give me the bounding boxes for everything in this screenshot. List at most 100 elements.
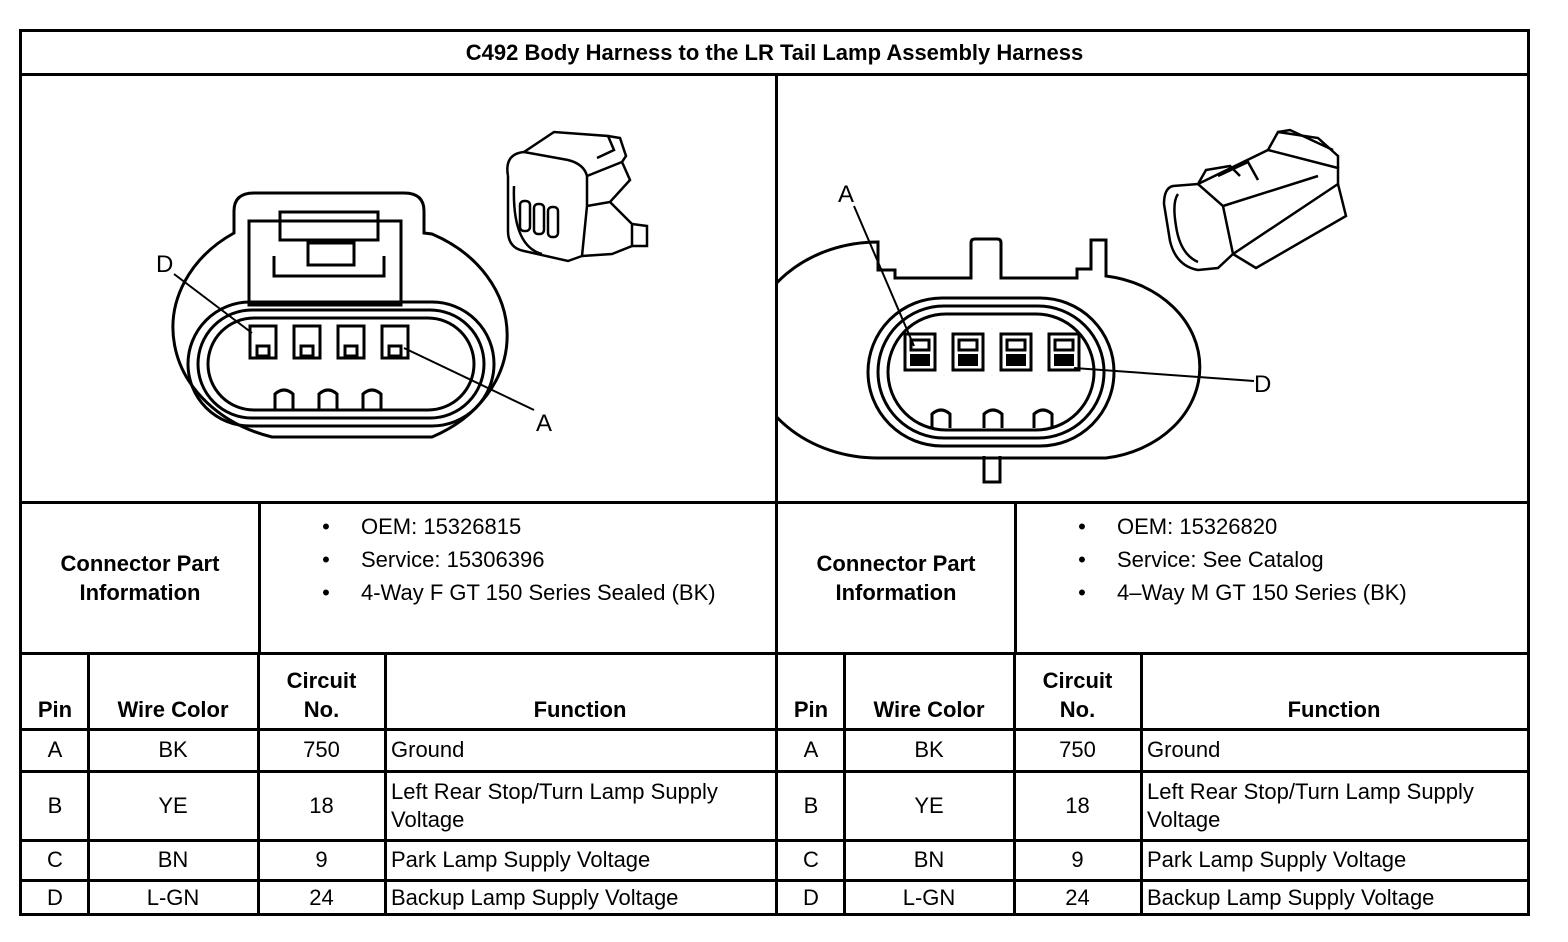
left-bullet-oem-text: OEM: 15326815 xyxy=(361,514,522,539)
function-line1: Ground xyxy=(1147,737,1221,762)
right-terminal-a xyxy=(903,332,937,372)
right-table-row-sep xyxy=(778,879,1527,882)
right-partinfo-divider xyxy=(1014,504,1017,652)
left-header-pin: Pin xyxy=(37,697,73,722)
right-callout-a-label: A xyxy=(838,181,854,208)
right-shell-ring-3 xyxy=(886,312,1096,432)
left-terminal-a-inner xyxy=(387,344,403,358)
left-latch-tab xyxy=(306,241,356,267)
circuit-header-line2: No. xyxy=(1059,697,1096,722)
center-divider xyxy=(775,76,778,916)
left-callout-d-leader xyxy=(173,273,253,334)
left-bullet-type-text: 4-Way F GT 150 Series Sealed (BK) xyxy=(361,580,716,605)
right-connector-drawing: A D xyxy=(778,128,1348,484)
left-terminal-b xyxy=(336,324,366,360)
left-terminal-c xyxy=(292,324,322,360)
left-key-3 xyxy=(361,388,383,410)
left-table-row-sep xyxy=(22,770,775,773)
right-header-wire-color: Wire Color xyxy=(873,697,985,722)
left-partinfo-divider xyxy=(258,504,261,652)
circuit-header-line1: Circuit xyxy=(286,668,357,693)
left-row-C-circuit: 9 xyxy=(315,847,328,872)
left-latch-body xyxy=(247,219,403,307)
right-row-C-wire-color: BN xyxy=(913,847,945,872)
right-key-3 xyxy=(1032,408,1054,428)
left-terminal-d xyxy=(248,324,278,360)
right-row-B-wire-color: YE xyxy=(914,792,944,818)
left-key-1 xyxy=(273,388,295,410)
left-row-A-wire-color: BK xyxy=(158,737,188,762)
left-table-col-sep xyxy=(257,655,260,916)
right-terminal-c-inner xyxy=(1005,338,1027,352)
right-callout-d-label: D xyxy=(1254,371,1271,398)
right-part-label-line1: Connector Part xyxy=(816,551,976,576)
left-table-col-sep xyxy=(87,655,90,916)
right-callout-a-leader xyxy=(853,205,915,347)
left-shell-ring-2 xyxy=(196,308,486,420)
left-row-C-function: Park Lamp Supply Voltage xyxy=(385,840,775,880)
left-table-row-sep xyxy=(22,879,775,882)
right-row-C-function: Park Lamp Supply Voltage xyxy=(1141,840,1527,880)
right-row-A-wire-color: BK xyxy=(914,737,944,762)
function-line1: Left Rear Stop/Turn Lamp Supply xyxy=(1147,778,1474,804)
right-table-row-sep xyxy=(778,728,1527,731)
left-row-B-wire-color: YE xyxy=(158,792,188,818)
bullet-dot: • xyxy=(322,514,330,539)
left-row-D-function: Backup Lamp Supply Voltage xyxy=(385,880,775,916)
circuit-header-line1: Circuit xyxy=(1042,668,1113,693)
connector-sheet: C492 Body Harness to the LR Tail Lamp As… xyxy=(19,29,1530,916)
right-terminal-c xyxy=(999,332,1033,372)
right-header-pin: Pin xyxy=(793,697,829,722)
left-shell-ring-1 xyxy=(186,300,496,428)
bullet-dot: • xyxy=(322,580,330,605)
left-key-2 xyxy=(317,388,339,410)
left-row-D-pin: D xyxy=(47,885,63,910)
circuit-header-line2: No. xyxy=(303,697,340,722)
function-line1: Park Lamp Supply Voltage xyxy=(1147,847,1407,872)
right-key-1 xyxy=(930,408,952,428)
bullet-dot: • xyxy=(1078,580,1086,605)
right-terminal-d xyxy=(1047,332,1081,372)
right-table-row-sep xyxy=(778,839,1527,842)
left-row-A-pin: A xyxy=(47,737,63,762)
right-terminal-b-inner xyxy=(957,338,979,352)
right-terminal-b xyxy=(951,332,985,372)
left-callout-d-label: D xyxy=(156,251,173,278)
left-row-A-circuit: 750 xyxy=(303,737,340,762)
right-connector-diagram: A D xyxy=(778,76,1527,503)
right-row-D-circuit: 24 xyxy=(1065,885,1090,910)
left-row-B-pin: B xyxy=(47,792,63,818)
diagram-bottom-rule xyxy=(22,501,1527,504)
left-callout-a-label: A xyxy=(536,410,552,437)
function-line1: Park Lamp Supply Voltage xyxy=(391,847,651,872)
left-row-A-function: Ground xyxy=(385,729,775,771)
left-row-C-pin: C xyxy=(47,847,63,872)
left-part-label-line1: Connector Part xyxy=(60,551,220,576)
bullet-dot: • xyxy=(1078,547,1086,572)
left-header-function: Function xyxy=(533,697,627,722)
right-part-label-line2: Information xyxy=(835,580,957,605)
left-part-info-label: Connector Part Information xyxy=(22,504,258,652)
right-bullet-service-text: Service: See Catalog xyxy=(1117,547,1324,572)
left-table-col-sep xyxy=(384,655,387,916)
left-row-D-wire-color: L-GN xyxy=(146,885,200,910)
left-shell-ring-3 xyxy=(206,316,476,412)
right-bullet-oem-text: OEM: 15326820 xyxy=(1117,514,1278,539)
left-row-B-circuit: 18 xyxy=(309,792,334,818)
left-row-C-wire-color: BN xyxy=(157,847,189,872)
bullet-dot: • xyxy=(1078,514,1086,539)
left-connector-thumbnail xyxy=(506,130,649,263)
right-bottom-post xyxy=(982,456,1002,484)
right-shell-outline xyxy=(778,237,1202,460)
left-row-D-circuit: 24 xyxy=(309,885,334,910)
left-terminal-d-inner xyxy=(255,344,271,358)
left-latch-ramp xyxy=(272,256,386,278)
right-bullet-type-text: 4–Way M GT 150 Series (BK) xyxy=(1117,580,1407,605)
right-row-A-circuit: 750 xyxy=(1059,737,1096,762)
right-shell-ring-2 xyxy=(876,304,1106,440)
right-header-function: Function xyxy=(1287,697,1381,722)
right-row-B-circuit: 18 xyxy=(1065,792,1090,818)
right-key-2 xyxy=(982,408,1004,428)
right-row-C-circuit: 9 xyxy=(1071,847,1084,872)
